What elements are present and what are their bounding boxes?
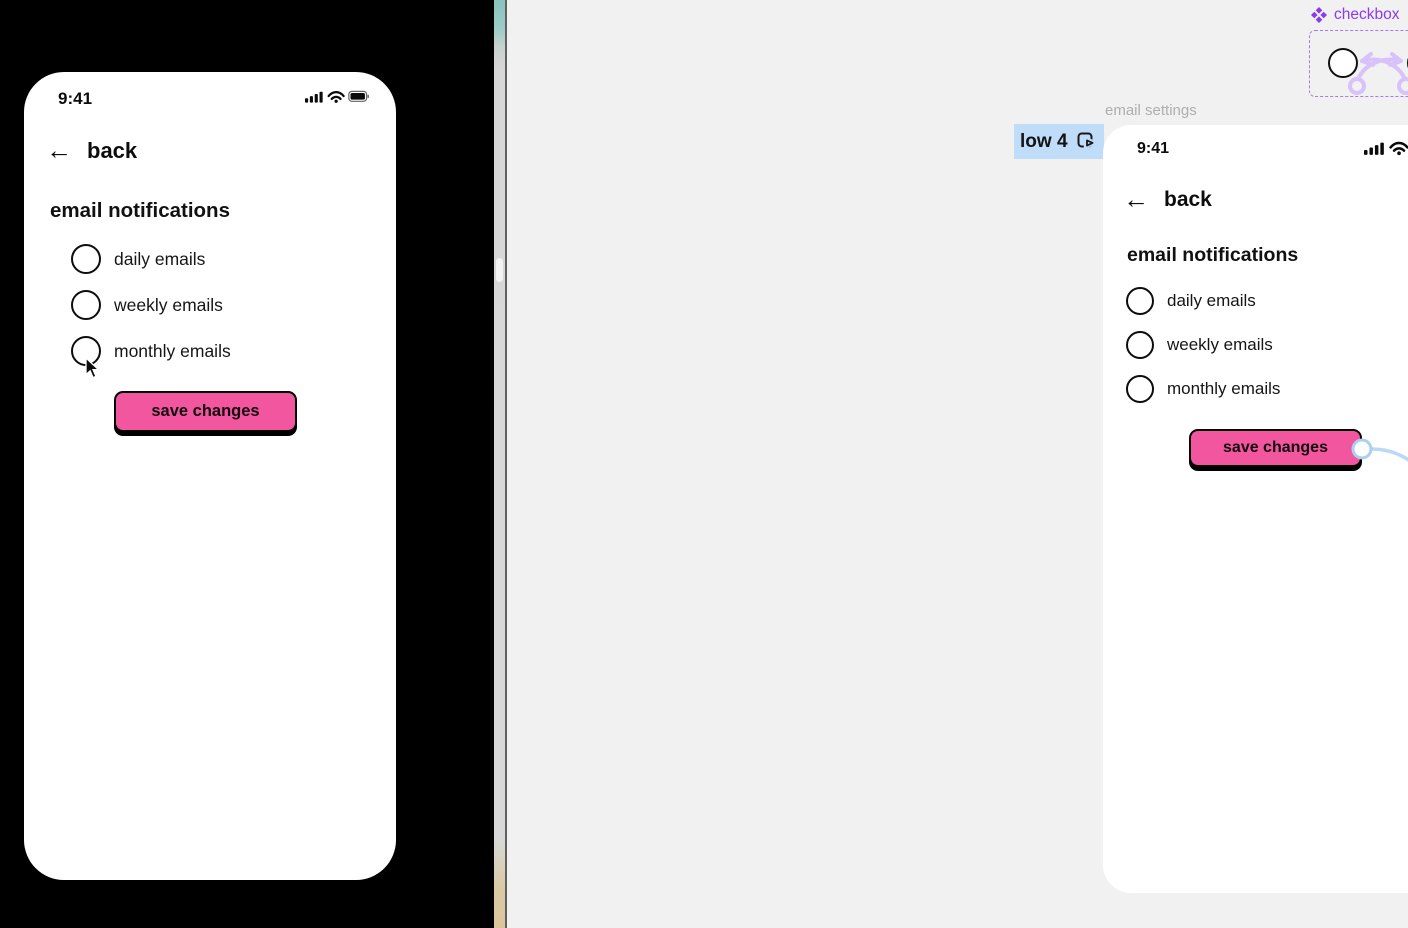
back-arrow-icon: ← [1123,184,1149,214]
radio-option-daily[interactable]: daily emails [71,244,205,274]
back-button[interactable]: ← back [1123,184,1212,214]
radio-circle[interactable] [1126,331,1154,359]
radio-label: weekly emails [114,294,223,315]
back-label: back [87,138,138,163]
radio-label: daily emails [1167,291,1256,310]
wifi-icon [1389,141,1408,156]
radio-circle[interactable] [71,244,101,274]
checkbox-variant-unchecked[interactable] [1328,48,1358,78]
variant-interaction-arrows [1348,52,1408,95]
status-icons [1364,141,1408,156]
save-changes-button[interactable]: save changes [114,391,297,432]
prototype-connector-arrow[interactable] [1347,432,1408,528]
cellular-icon [305,91,323,103]
wifi-icon [327,90,345,103]
background-window-scrollbar[interactable] [494,0,507,928]
radio-label: daily emails [114,248,206,269]
frame-title-email-settings[interactable]: email settings [1105,102,1197,119]
scrollbar-thumb[interactable] [496,258,503,282]
cellular-icon [1364,142,1384,155]
component-header[interactable]: checkbox [1311,6,1399,24]
radio-option-weekly[interactable]: weekly emails [71,290,223,320]
status-time: 9:41 [1137,140,1170,157]
radio-circle[interactable] [71,290,101,320]
save-changes-button[interactable]: save changes [1189,429,1362,467]
cursor-pointer [85,357,101,379]
radio-circle[interactable] [1126,375,1154,403]
back-button[interactable]: ← back [46,135,138,165]
phone-preview: 9:41 ← back [24,72,396,880]
component-name: checkbox [1334,6,1400,23]
page-title: email notifications [50,199,230,222]
back-arrow-icon: ← [46,135,72,165]
status-icons [305,90,369,103]
radio-circle[interactable] [1126,287,1154,315]
page-title: email notifications [1127,244,1299,266]
flow-start-label[interactable]: low 4 [1014,124,1104,159]
radio-label: monthly emails [1167,379,1281,398]
radio-option-daily[interactable]: daily emails [1126,287,1256,315]
preview-panel: 9:41 ← back [0,0,494,928]
flow-name: low 4 [1020,130,1068,152]
radio-label: weekly emails [1167,335,1273,354]
present-flow-icon[interactable] [1077,132,1097,151]
radio-label: monthly emails [114,340,231,361]
component-variant-set[interactable] [1309,30,1408,97]
status-time: 9:41 [58,89,93,108]
component-icon [1311,7,1327,23]
design-canvas: checkbox ✓ low 4 email settings email s [509,0,1408,928]
back-label: back [1164,188,1212,211]
radio-option-monthly[interactable]: monthly emails [1126,375,1280,403]
frame-email-settings[interactable]: 9:41 ← back [1103,125,1408,893]
battery-icon [348,90,369,102]
radio-option-weekly[interactable]: weekly emails [1126,331,1273,359]
